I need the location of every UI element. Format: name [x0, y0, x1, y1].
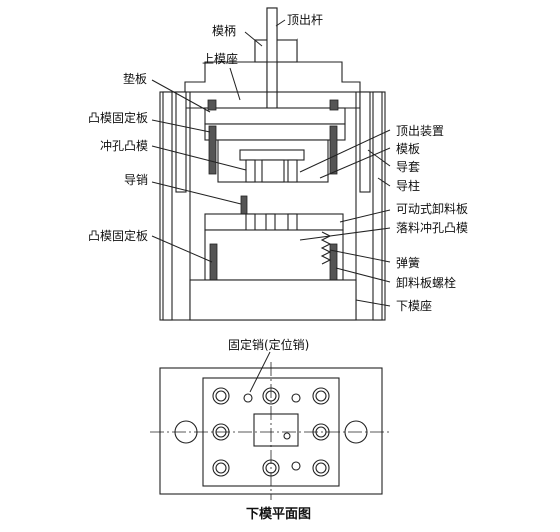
guide-hole-left — [174, 420, 198, 444]
ejector-device — [239, 149, 305, 161]
guide-pin — [240, 195, 248, 215]
die-opening — [253, 413, 299, 447]
label-lower-die-seat: 下模座 — [396, 299, 433, 313]
caption-lower-die-plan: 下模平面图 — [246, 507, 312, 522]
label-ejector-device: 顶出装置 — [396, 124, 445, 138]
label-backing-plate: 垫板 — [123, 72, 148, 86]
ejector-block — [261, 159, 285, 183]
label-stripper-bolt: 卸料板螺栓 — [396, 276, 457, 290]
backing-block-left — [207, 99, 217, 111]
label-ejector-rod: 顶出杆 — [287, 13, 324, 27]
label-punch-fixing-plate-lower: 凸模固定板 — [88, 229, 149, 243]
label-locating-pin: 固定销(定位销) — [228, 338, 310, 352]
label-blank-piercing-punch: 落料冲孔凸模 — [396, 221, 469, 235]
label-upper-die-seat: 上模座 — [202, 52, 239, 66]
backing-plate — [204, 107, 346, 125]
punch-fixing-plate-lower — [204, 229, 344, 281]
upper-screw-left — [208, 125, 217, 175]
label-spring: 弹簧 — [396, 256, 421, 270]
leader-lines — [151, 19, 391, 393]
backing-block-right — [329, 99, 339, 111]
label-punch-fixing-plate-upper: 凸模固定板 — [88, 111, 149, 125]
label-piercing-punch: 冲孔凸模 — [100, 139, 149, 153]
bolt-holes — [212, 387, 330, 477]
label-die-shank: 模柄 — [212, 24, 237, 38]
guide-sleeve-left — [175, 91, 187, 193]
lower-die-seat — [189, 279, 357, 321]
piercing-punch-upper-2 — [287, 159, 298, 183]
label-die-plate: 模板 — [396, 142, 421, 156]
label-guide-sleeve: 导套 — [396, 160, 421, 174]
label-guide-pin: 导销 — [124, 173, 149, 187]
small-hole — [283, 432, 291, 440]
lower-screw-left — [209, 243, 218, 285]
locating-pin-hole-3 — [291, 461, 301, 471]
spring — [320, 231, 332, 265]
guide-post-right — [372, 91, 383, 321]
label-movable-stripper: 可动式卸料板 — [396, 202, 469, 216]
piercing-punch-upper-1 — [245, 159, 256, 183]
upper-screw-right — [329, 125, 338, 175]
locating-pin-hole-1 — [243, 393, 253, 403]
label-guide-post: 导柱 — [396, 179, 421, 193]
guide-hole-right — [344, 420, 368, 444]
locating-pin-hole-2 — [291, 393, 301, 403]
guide-post-left — [162, 91, 173, 321]
punch-fixing-plate-upper — [204, 123, 346, 141]
